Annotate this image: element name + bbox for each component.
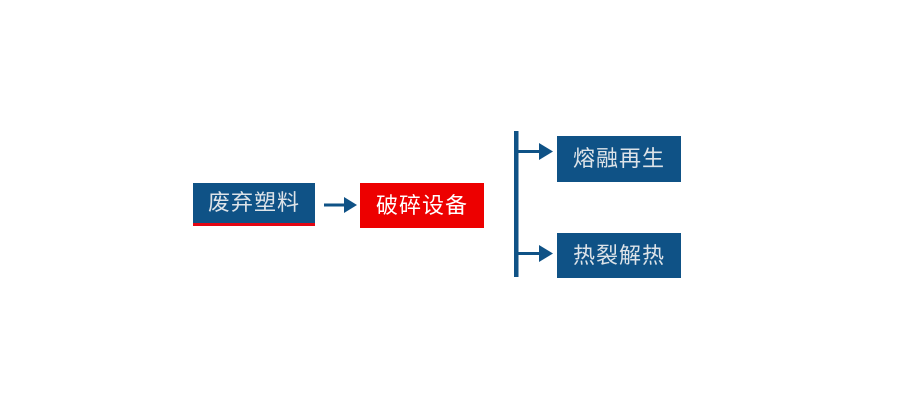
branch-bracket-icon <box>505 126 563 282</box>
node-crusher[interactable]: 破碎设备 <box>360 183 484 228</box>
node-waste-plastic-label: 废弃塑料 <box>207 190 300 215</box>
node-crusher-label: 破碎设备 <box>375 192 468 218</box>
node-melt-regeneration-label: 熔融再生 <box>572 146 665 171</box>
node-pyrolysis[interactable]: 热裂解热 <box>557 233 681 278</box>
arrow-right-icon <box>322 188 360 222</box>
node-waste-plastic[interactable]: 废弃塑料 <box>193 183 315 226</box>
node-melt-regeneration[interactable]: 熔融再生 <box>557 136 681 182</box>
node-pyrolysis-label: 热裂解热 <box>572 242 665 268</box>
